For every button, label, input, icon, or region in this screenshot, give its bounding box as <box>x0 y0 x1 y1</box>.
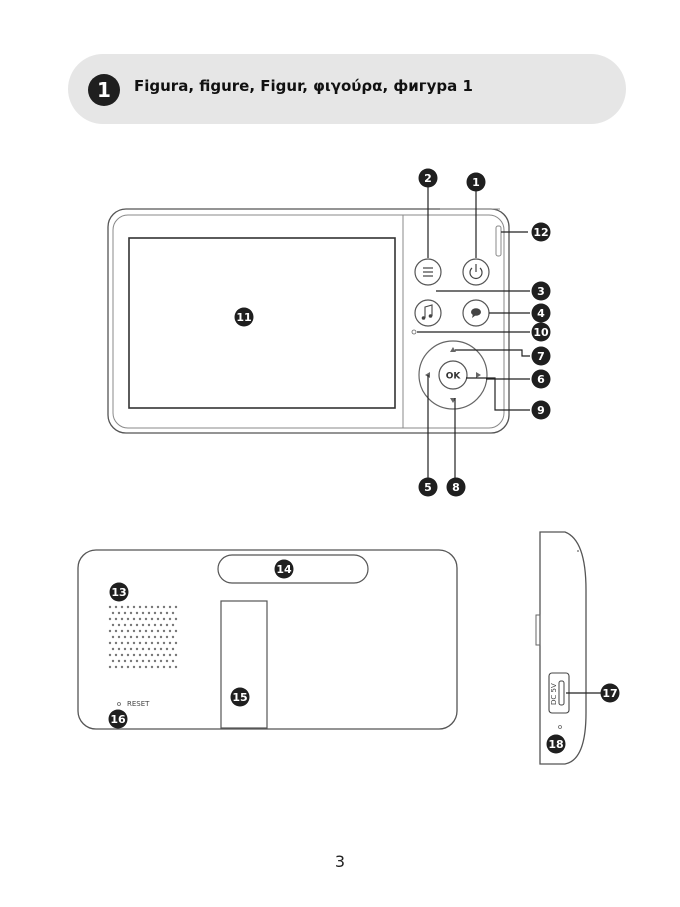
speaker-grille <box>109 606 177 668</box>
callout-6: 6 <box>532 370 551 389</box>
callout-label: 13 <box>111 586 126 599</box>
side-dot <box>577 550 579 552</box>
callout-16: 16 <box>109 710 128 729</box>
callout-18: 18 <box>547 735 566 754</box>
callout-11: 11 <box>235 308 254 327</box>
callout-label: 4 <box>537 307 545 320</box>
callout-label: 7 <box>537 350 545 363</box>
callout-label: 2 <box>424 172 432 185</box>
reset-label: RESET <box>127 700 150 708</box>
indicator-light <box>412 330 416 334</box>
music-button[interactable] <box>415 300 441 326</box>
dc-port-socket <box>559 681 564 705</box>
talk-button[interactable] <box>463 300 489 326</box>
callout-17: 17 <box>601 684 620 703</box>
callout-15: 15 <box>231 688 250 707</box>
callout-label: 10 <box>533 326 549 339</box>
callout-label: 15 <box>232 691 247 704</box>
callout-12: 12 <box>532 223 551 242</box>
callout-10: 10 <box>532 323 551 342</box>
callout-1: 1 <box>467 173 486 192</box>
callout-label: 5 <box>424 481 432 494</box>
callout-13: 13 <box>110 583 129 602</box>
page-number: 3 <box>0 852 680 871</box>
reset-hole[interactable] <box>118 703 121 706</box>
callout-2: 2 <box>419 169 438 188</box>
callout-label: 16 <box>110 713 126 726</box>
callout-label: 3 <box>537 285 545 298</box>
side-volume-button <box>496 226 501 256</box>
back-view: RESET <box>78 550 457 729</box>
front-leader-lines <box>417 187 530 478</box>
callout-label: 17 <box>602 687 617 700</box>
menu-button[interactable] <box>415 259 441 285</box>
callout-8: 8 <box>447 478 466 497</box>
callout-14: 14 <box>275 560 294 579</box>
kickstand <box>221 601 267 728</box>
side-view: DC 5V <box>536 532 601 764</box>
callout-label: 1 <box>472 176 480 189</box>
callout-label: 11 <box>236 311 251 324</box>
callout-3: 3 <box>532 282 551 301</box>
callout-5: 5 <box>419 478 438 497</box>
power-button[interactable] <box>463 259 489 285</box>
callout-4: 4 <box>532 304 551 323</box>
callout-label: 9 <box>537 404 545 417</box>
side-body <box>540 532 586 764</box>
callout-7: 7 <box>532 347 551 366</box>
callout-label: 6 <box>537 373 545 386</box>
mic-hole <box>559 726 562 729</box>
ok-label: OK <box>446 372 462 382</box>
callout-label: 8 <box>452 481 460 494</box>
screen <box>129 238 395 408</box>
ok-button[interactable]: OK <box>439 361 467 389</box>
dc-label: DC 5V <box>550 683 558 705</box>
callout-label: 14 <box>276 563 292 576</box>
front-view: OK <box>108 187 530 478</box>
callout-9: 9 <box>532 401 551 420</box>
callout-label: 18 <box>548 738 563 751</box>
callout-label: 12 <box>533 226 548 239</box>
